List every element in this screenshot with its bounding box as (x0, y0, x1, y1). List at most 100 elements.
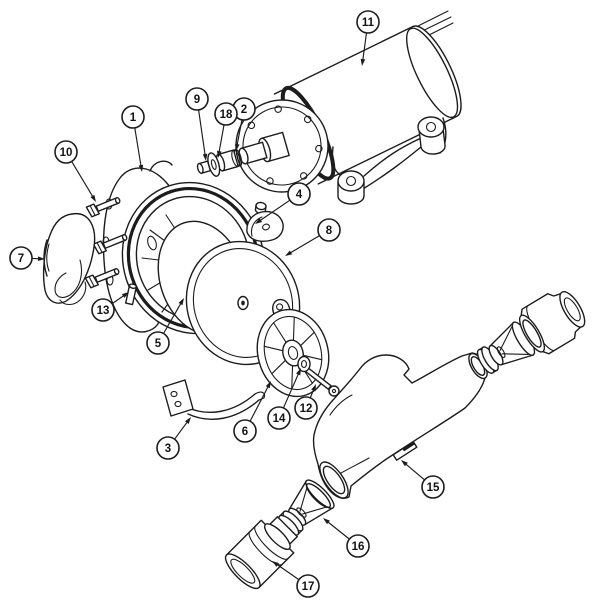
hex-bolt (85, 197, 121, 218)
callout-18: 18 (214, 102, 238, 158)
callout-number: 16 (352, 541, 365, 553)
hex-bolt (84, 268, 120, 289)
callout-6: 6 (233, 381, 271, 443)
callout-leader (236, 119, 243, 148)
callout-number: 15 (427, 482, 440, 494)
callout-number: 17 (302, 581, 315, 593)
callout-number: 11 (362, 17, 375, 29)
callout-number: 18 (220, 109, 233, 121)
callout-balloon (91, 298, 115, 322)
callout-12: 12 (294, 384, 318, 420)
callout-number: 5 (155, 338, 162, 350)
callout-leader (71, 161, 95, 199)
callout-number: 4 (296, 189, 303, 201)
motor-rear-cap (406, 27, 459, 119)
callout-arrowhead (37, 256, 45, 262)
callout-balloon (356, 10, 380, 34)
callout-leader (257, 199, 291, 223)
flange-hole (247, 121, 256, 130)
clamp-band (162, 379, 266, 420)
callout-number: 7 (18, 253, 24, 265)
callout-arrowhead (178, 298, 184, 306)
callout-13: 13 (91, 292, 129, 322)
callout-leader (174, 419, 190, 440)
bolt-head (328, 385, 340, 397)
callout-3: 3 (156, 417, 191, 460)
fitting-face (224, 553, 261, 590)
callout-balloon (121, 105, 145, 129)
wheel-spokes (263, 316, 323, 390)
outlet-strainer-assembly (476, 291, 586, 374)
callout-number: 6 (242, 426, 248, 438)
callout-arrowhead (311, 384, 316, 392)
callout-number: 8 (326, 225, 333, 237)
callout-number: 13 (97, 305, 110, 317)
callout-balloon (185, 87, 209, 111)
diaphragm-hub (237, 295, 249, 311)
inlet-port (319, 461, 349, 499)
hex-bolt (92, 234, 128, 255)
clamp-bracket (162, 379, 194, 417)
callout-14: 14 (267, 368, 301, 430)
callout-balloon (146, 331, 170, 355)
callout-leader (134, 127, 142, 169)
callout-balloon (214, 102, 238, 126)
callout-leader (218, 124, 225, 155)
callout-arrowhead (255, 218, 263, 224)
fitting-flange (263, 523, 291, 551)
callout-arrowhead (323, 518, 330, 525)
callout-arrowhead (184, 417, 191, 424)
washer-14 (297, 355, 311, 373)
rim-slot (147, 235, 157, 251)
callout-9: 9 (185, 87, 209, 161)
callout-16: 16 (323, 518, 370, 558)
callout-leader (163, 301, 183, 334)
callout-arrowhead (285, 250, 293, 256)
retainer-bracket (246, 210, 284, 242)
callout-arrowhead (202, 153, 208, 161)
callout-arrowhead (401, 460, 408, 467)
callout-arrowhead (296, 368, 301, 376)
inlet-strainer-assembly (224, 479, 335, 590)
clamp-ring (476, 346, 499, 374)
callout-balloon (346, 534, 370, 558)
callout-balloon (267, 406, 291, 430)
callout-leader (403, 462, 425, 481)
callout-number: 12 (300, 403, 313, 415)
callout-number: 14 (273, 413, 286, 425)
fitting-mouth (518, 314, 546, 353)
rubber-foot (337, 170, 365, 205)
drive-belt (42, 213, 96, 306)
callout-balloon (54, 140, 78, 164)
callout-number: 1 (130, 112, 137, 124)
callout-7: 7 (9, 246, 45, 270)
bracket-hole (170, 390, 178, 398)
callout-number: 2 (241, 104, 247, 116)
callout-15: 15 (401, 460, 445, 499)
rubber-foot (417, 116, 446, 155)
bracket-hole (262, 223, 270, 231)
bracket-hole (174, 400, 182, 408)
hose-fitting-upper (518, 291, 586, 355)
callout-arrowhead (90, 194, 96, 202)
callout-10: 10 (54, 140, 96, 202)
callout-leader (282, 371, 300, 409)
slide-tab (392, 441, 418, 461)
retainer-pin (125, 283, 138, 306)
strainer-small-end (488, 344, 504, 366)
callout-arrowhead (272, 561, 280, 567)
callout-4: 4 (255, 182, 311, 224)
callout-balloon (156, 436, 180, 460)
flange-hole (303, 115, 312, 124)
callout-2: 2 (232, 97, 256, 151)
callout-balloon (287, 182, 311, 206)
callout-17: 17 (272, 561, 320, 598)
hose-fitting-lower (224, 516, 298, 590)
fitting-face (559, 291, 586, 328)
callout-8: 8 (285, 218, 341, 256)
callout-balloon (294, 396, 318, 420)
flange-hole (274, 105, 282, 113)
pump-body (312, 352, 488, 499)
callout-leader (288, 235, 320, 255)
